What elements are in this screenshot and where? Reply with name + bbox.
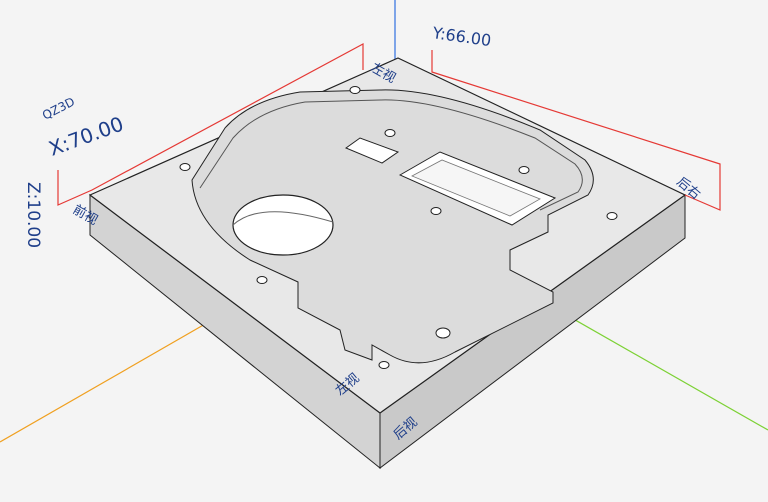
pocket-wall: [199, 99, 583, 211]
hole-2: [179, 163, 191, 171]
hole-4: [430, 207, 442, 215]
hole-1: [349, 86, 361, 94]
dim-line-x: [57, 42, 364, 206]
hole-5: [606, 212, 618, 220]
dimension-y-label: Y:66.00: [430, 23, 492, 50]
rect-slot-inner: [411, 159, 541, 217]
hole-7: [435, 327, 451, 339]
hole-3: [384, 129, 396, 137]
circular-hole-wall: [232, 211, 334, 226]
small-slot: [344, 137, 400, 164]
dim-line-y: [431, 50, 721, 211]
hole-8: [378, 361, 390, 369]
hole-9: [518, 166, 530, 174]
part-model[interactable]: [88, 57, 687, 470]
pocket-outer: [191, 89, 594, 364]
circular-hole: [232, 194, 334, 256]
brand-label: QZ3D: [40, 95, 77, 123]
hole-6: [256, 276, 268, 284]
dimension-z-label: Z:10.00: [23, 182, 43, 248]
dimension-x-label: X:70.00: [46, 112, 127, 161]
